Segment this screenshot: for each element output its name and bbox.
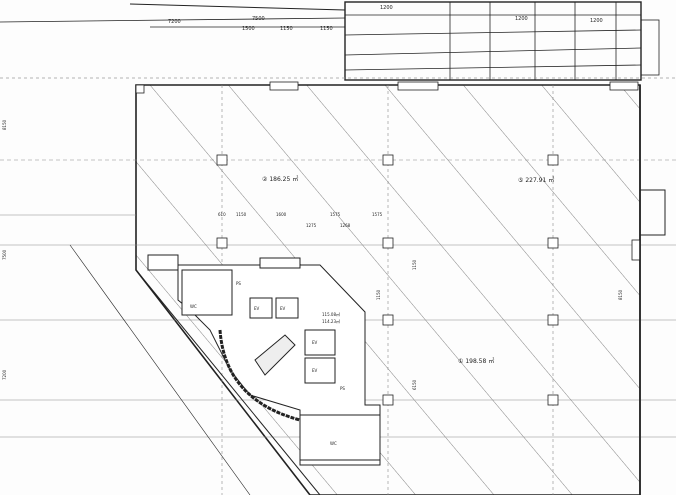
core-area-label-2: 114.23㎡ [322, 318, 340, 324]
dim-label: 1275 [306, 223, 317, 228]
area-label-1: ① 198.58 ㎡ [458, 357, 494, 365]
boundary-lines [69, 85, 666, 495]
dim-label: 1200 [380, 5, 393, 11]
dim-label: 7500 [252, 16, 265, 22]
dim-label: 7200 [168, 19, 181, 25]
dim-label: 8150 [618, 289, 623, 300]
dim-label: 7200 [2, 369, 7, 380]
core-area-label: 115.08㎡ [322, 311, 340, 317]
dim-label: 6150 [412, 379, 417, 390]
dim-label: 1575 [330, 212, 341, 217]
dim-label: 1150 [320, 26, 333, 32]
room-label: WC [330, 441, 337, 446]
room-label: EV [312, 340, 318, 345]
dim-label: 1268 [340, 223, 351, 228]
room-label: EV [254, 306, 260, 311]
top-structure [0, 1, 676, 81]
area-label-2: ② 186.25 ㎡ [262, 175, 298, 183]
room-label: EV [312, 368, 318, 373]
dim-label: 610 [218, 212, 226, 217]
dim-label: 1150 [376, 289, 381, 300]
dim-label: 1150 [280, 26, 293, 32]
room-label: EV [280, 306, 286, 311]
columns [135, 81, 641, 406]
dim-label: 1600 [276, 212, 287, 217]
dim-label: 1200 [515, 16, 528, 22]
room-label: PS [236, 281, 241, 286]
dim-label: 8150 [2, 119, 7, 130]
dim-label: 1575 [372, 212, 383, 217]
dim-label: 1500 [242, 26, 255, 32]
core [147, 254, 381, 466]
dim-label: 7500 [2, 249, 7, 260]
area-label-5: ⑤ 227.91 ㎡ [518, 176, 554, 184]
dim-label: 1150 [236, 212, 247, 217]
dim-label: 1150 [412, 259, 417, 270]
dim-label: 1200 [590, 18, 603, 24]
room-label: WC [190, 304, 197, 309]
room-label: PS [340, 386, 345, 391]
